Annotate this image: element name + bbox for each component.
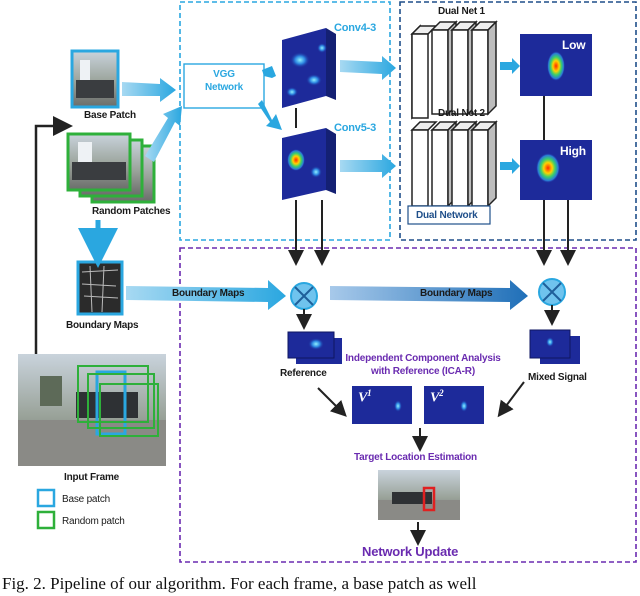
dual-net-2-layers	[410, 120, 498, 208]
random-patches-image	[66, 132, 156, 204]
boundary-maps-arrow-1	[126, 280, 286, 310]
dualnet2-to-high-arrow	[500, 158, 520, 174]
base-patch-label: Base Patch	[84, 110, 136, 121]
v2-label: V2	[430, 388, 444, 406]
reference-label: Reference	[280, 368, 327, 379]
boundary-map-image	[76, 260, 124, 316]
boundary-maps-arrow-2	[330, 280, 528, 310]
vgg-region	[179, 1, 391, 241]
tracking-region	[179, 247, 637, 563]
high-heatmap	[520, 140, 592, 200]
boundary-maps-label-left: Boundary Maps	[66, 320, 139, 331]
vgg-box	[183, 63, 265, 109]
reference-heatmap	[287, 331, 342, 364]
dual-network-region	[399, 1, 637, 241]
random-to-vgg-arrow	[145, 106, 182, 162]
mixed-signal-label: Mixed Signal	[528, 372, 587, 383]
conv5-feature-map	[282, 128, 336, 200]
conv4-feature-map	[282, 28, 336, 108]
dualnet1-to-low-arrow	[500, 58, 520, 74]
random-patches-label: Random Patches	[92, 206, 171, 217]
conv4-label: Conv4-3	[334, 22, 376, 34]
vgg-to-conv5-arrow	[258, 100, 282, 130]
v2-map	[424, 386, 484, 424]
conv5-label: Conv5-3	[334, 122, 376, 134]
input-to-base-arrow	[34, 116, 73, 354]
figure-caption: Fig. 2. Pipeline of our algorithm. For e…	[2, 574, 477, 593]
base-to-vgg-arrow	[122, 78, 176, 102]
base-patch-image	[70, 49, 120, 109]
legend-random-swatch	[36, 510, 56, 530]
high-label: High	[560, 144, 586, 158]
legend-base-label: Base patch	[62, 494, 111, 505]
input-frame-label: Input Frame	[64, 472, 120, 483]
vgg-network-label: VGG Network	[204, 69, 244, 93]
target-result-image	[378, 470, 460, 520]
low-label: Low	[562, 38, 586, 52]
v1-label: V1	[358, 388, 372, 406]
dual-network-label-box	[407, 205, 491, 225]
dual-net-1-layers	[410, 20, 498, 120]
conv4-to-dualnet1-arrow	[340, 56, 396, 80]
dual-net-1-label: Dual Net 1	[438, 6, 485, 17]
pipeline-diagram	[18, 1, 637, 563]
legend-base-swatch	[36, 488, 56, 508]
dual-network-label: Dual Network	[416, 210, 478, 221]
vgg-to-conv4-arrow	[262, 66, 276, 78]
target-location-label: Target Location Estimation	[354, 452, 477, 463]
v1-map	[352, 386, 412, 424]
boundary-maps-arrow-label-1: Boundary Maps	[172, 288, 245, 299]
multiply-node-left	[290, 282, 318, 310]
input-frame-image	[18, 354, 166, 466]
dual-net-2-label: Dual Net 2	[438, 108, 485, 119]
legend-random-label: Random patch	[62, 516, 125, 527]
low-heatmap	[520, 34, 592, 96]
multiply-node-right	[538, 278, 566, 306]
ica-title: Independent Component Analysis with Refe…	[345, 353, 501, 377]
network-update-label: Network Update	[362, 544, 459, 559]
boundary-maps-arrow-label-2: Boundary Maps	[420, 288, 493, 299]
mixed-signal-heatmap	[529, 329, 580, 364]
conv5-to-dualnet2-arrow	[340, 154, 396, 178]
